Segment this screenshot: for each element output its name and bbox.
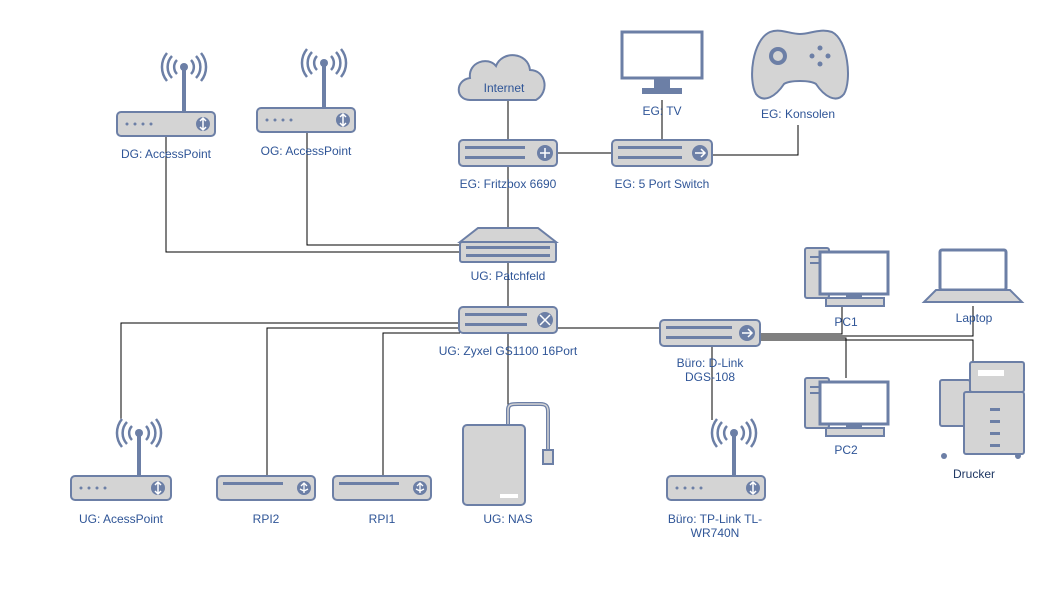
buero-dlink-label-1: Büro: D-Link [677,356,745,370]
router-body [70,475,172,501]
edge-zyxel-ug-ap [120,322,460,420]
router-body [116,111,216,137]
edge-dlink-drucker [760,339,974,362]
edge-konsolen-switch [712,125,799,156]
eg-tv-node[interactable]: EG: TV [620,30,704,118]
og-accesspoint-label: OG: AccessPoint [261,144,352,158]
router-body [666,475,766,501]
antenna-icon [115,418,163,476]
edge-dlink-pc2 [760,337,847,378]
printer-icon [939,361,1025,459]
desktop-pc-icon [804,247,890,307]
ug-zyxel-node[interactable]: UG: Zyxel GS1100 16Port [439,306,578,358]
ug-patchfeld-label: UG: Patchfeld [471,269,546,283]
pc2-label: PC2 [834,443,858,457]
dg-accesspoint-node[interactable]: DG: AccessPoint [116,52,216,161]
antenna-icon [300,48,348,108]
laptop-label: Laptop [956,311,993,325]
eg-switch-label: EG: 5 Port Switch [615,177,710,191]
og-accesspoint-node[interactable]: OG: AccessPoint [256,48,356,158]
rpi1-label: RPI1 [369,512,396,526]
drucker-label: Drucker [953,467,995,481]
buero-dlink-label-2: DGS-108 [685,370,735,384]
eg-konsolen-node[interactable]: EG: Konsolen [751,29,849,121]
rpi1-node[interactable]: RPI1 [332,475,432,526]
antenna-icon [160,52,208,112]
patchpanel-body [459,241,557,263]
pc1-label: PC1 [834,315,858,329]
rpi2-node[interactable]: RPI2 [216,475,316,526]
rpi2-label: RPI2 [253,512,280,526]
desktop-pc-icon [804,377,890,437]
eg-switch-node[interactable]: EG: 5 Port Switch [611,139,713,191]
external-drive-icon [462,402,554,506]
laptop-node[interactable]: Laptop [921,248,1025,325]
pc1-node[interactable]: PC1 [804,247,890,329]
eg-konsolen-label: EG: Konsolen [761,107,835,121]
ug-accesspoint-node[interactable]: UG: AcessPoint [70,418,172,526]
cloud-icon [457,54,546,101]
dg-accesspoint-label: DG: AccessPoint [121,147,212,161]
edge-dlink-pc1 [760,306,843,335]
eg-fritzbox-node[interactable]: EG: Fritzbox 6690 [458,139,558,191]
ug-accesspoint-label: UG: AcessPoint [79,512,164,526]
eg-fritzbox-label: EG: Fritzbox 6690 [460,177,557,191]
edge-dg-ap-patchfeld [165,136,460,253]
router-body [256,107,356,133]
edge-og-ap-patchfeld [306,133,460,246]
edge-dlink-laptop [760,306,974,337]
buero-tplink-label-1: Büro: TP-Link TL- [668,512,762,526]
ug-nas-node[interactable]: UG: NAS [462,402,554,526]
gamepad-icon [751,29,849,100]
connections [120,100,974,475]
buero-tplink-label-2: WR740N [691,526,740,540]
internet-label: Internet [484,81,525,95]
pc2-node[interactable]: PC2 [804,377,890,457]
ug-zyxel-label: UG: Zyxel GS1100 16Port [439,344,578,358]
antenna-icon [710,418,758,476]
internet-node[interactable]: Internet [457,54,546,101]
monitor-icon [620,30,704,94]
ug-patchfeld-node[interactable]: UG: Patchfeld [457,227,559,283]
edge-zyxel-rpi1 [382,332,460,475]
laptop-icon [921,248,1025,303]
buero-dlink-node[interactable]: Büro: D-Link DGS-108 [659,319,761,384]
buero-tplink-node[interactable]: Büro: TP-Link TL- WR740N [666,418,766,540]
eg-tv-label: EG: TV [642,104,681,118]
edge-zyxel-rpi2 [266,327,460,475]
patchpanel-top [457,227,559,243]
drucker-node[interactable]: Drucker [939,361,1025,481]
ug-nas-label: UG: NAS [483,512,532,526]
